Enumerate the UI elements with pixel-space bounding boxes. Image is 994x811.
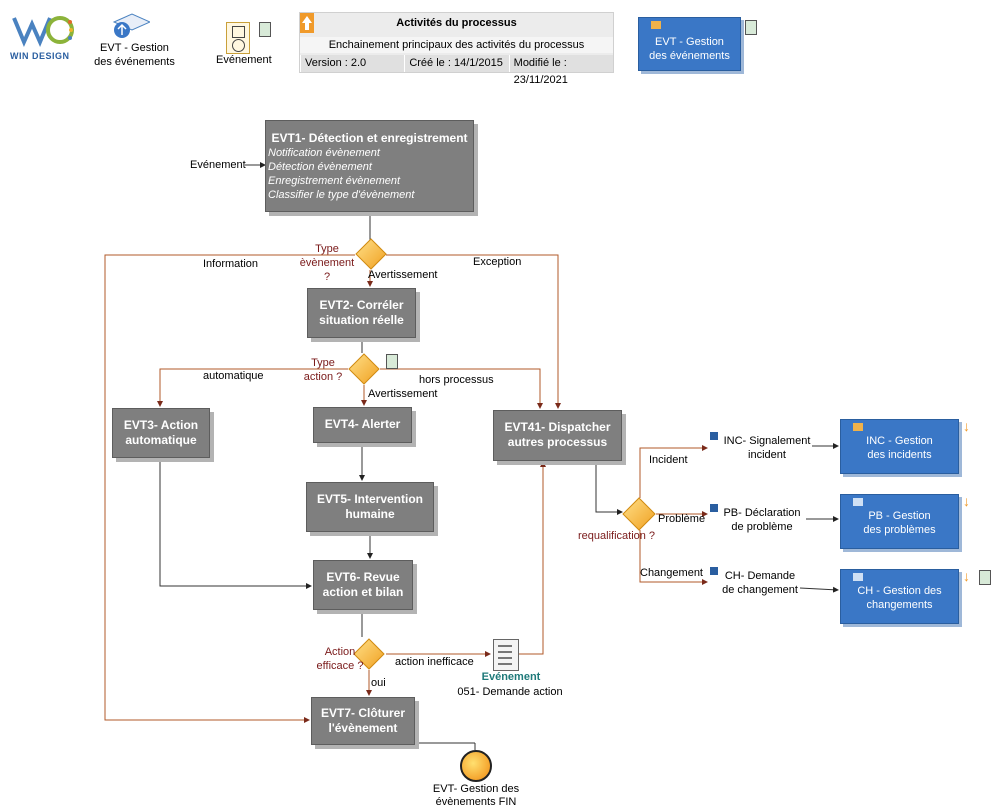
decision-label-requalification: requalification ? (578, 530, 656, 542)
activity-evt7-label: EVT7- Clôturer l'évènement (320, 706, 405, 735)
event-type-icon (226, 22, 250, 54)
process-box-ch-label: CH - Gestion des changements (857, 585, 942, 611)
down-arrow-icon[interactable]: ↓ (963, 493, 970, 509)
activity-evt1-line: Détection évènement (268, 161, 372, 173)
link-arrow-icon[interactable] (710, 504, 718, 512)
flow-label-automatique: automatique (203, 370, 264, 382)
activity-evt5-label: EVT5- Intervention humaine (316, 492, 423, 521)
process-box-evt-header[interactable]: EVT - Gestion des événements (638, 17, 741, 71)
process-header-panel: Activités du processus Enchainement prin… (299, 12, 614, 86)
flow-label-evenement: Evénement (190, 159, 246, 171)
activity-evt5[interactable]: EVT5- Intervention humaine (306, 482, 434, 532)
created-info: Créé le : 14/1/2015 (404, 55, 508, 72)
activity-evt1-line: Enregistrement évènement (268, 175, 401, 187)
event-document-icon[interactable] (493, 639, 519, 671)
flag-icon (853, 498, 863, 506)
activity-evt1-title: EVT1- Détection et enregistrement (271, 131, 468, 145)
event-document-title: Evénement (481, 671, 541, 683)
up-arrow-icon[interactable] (300, 13, 314, 33)
flow-label-incident: Incident (649, 454, 688, 466)
output-event-inc[interactable]: INC- Signalement incident (723, 435, 811, 461)
decision-label-type-evenement: Type èvènement ? (299, 243, 355, 283)
activity-evt1[interactable]: EVT1- Détection et enregistrement Notifi… (265, 120, 474, 212)
flow-label-probleme: Problème (658, 513, 706, 525)
activity-evt1-line: Classifier le type d'évènement (268, 189, 415, 201)
activity-evt6[interactable]: EVT6- Revue action et bilan (313, 560, 413, 610)
activity-evt7[interactable]: EVT7- Clôturer l'évènement (311, 697, 415, 745)
process-box-pb-label: PB - Gestion des problèmes (863, 510, 936, 536)
activity-evt4[interactable]: EVT4- Alerter (313, 407, 412, 443)
flag-icon (853, 573, 863, 581)
flow-label-oui: oui (371, 677, 386, 689)
activity-evt41-label: EVT41- Dispatcher autres processus (504, 420, 611, 449)
modified-info: Modifié le : 23/11/2021 (508, 55, 613, 86)
end-event-circle[interactable] (460, 750, 492, 782)
flow-label-hors-processus: hors processus (419, 374, 494, 386)
flow-label-exception: Exception (473, 256, 522, 268)
process-map-icon[interactable] (110, 10, 152, 40)
down-arrow-icon[interactable]: ↓ (963, 568, 970, 584)
decision-label-type-action: Type action ? (303, 357, 343, 383)
activity-evt2-label: EVT2- Corréler situation réelle (319, 298, 404, 327)
activity-evt41[interactable]: EVT41- Dispatcher autres processus (493, 410, 622, 461)
event-icon-label: Evénement (216, 54, 272, 66)
logo-text: WIN DESIGN (10, 51, 70, 61)
clipboard-icon[interactable] (745, 20, 757, 35)
clipboard-icon[interactable] (979, 570, 991, 585)
end-event-label: EVT- Gestion des évènements FIN (432, 783, 520, 808)
flow-label-action-inefficace: action inefficace (395, 656, 474, 668)
event-document-subtitle: 051- Demande action (457, 686, 563, 698)
flag-icon (853, 423, 863, 431)
process-box-inc-label: INC - Gestion des incidents (866, 435, 933, 461)
flow-label-avertissement: Avertissement (368, 388, 438, 400)
process-box-inc[interactable]: INC - Gestion des incidents (840, 419, 959, 474)
activity-evt3-label: EVT3- Action automatique (123, 418, 199, 447)
page-title: Activités du processus (396, 17, 517, 29)
decision-label-action-efficace: Action efficace ? (316, 646, 364, 672)
link-arrow-icon[interactable] (710, 432, 718, 440)
flow-label-information: Information (203, 258, 259, 270)
page-subtitle: Enchainement principaux des activités du… (300, 37, 613, 53)
version-info: Version : 2.0 (300, 55, 404, 72)
clipboard-icon[interactable] (259, 22, 271, 37)
process-box-ch[interactable]: CH - Gestion des changements (840, 569, 959, 624)
decision-diamond[interactable] (353, 638, 385, 670)
activity-evt4-label: EVT4- Alerter (324, 417, 401, 431)
windesign-logo: WIN DESIGN (10, 12, 74, 64)
down-arrow-icon[interactable]: ↓ (963, 418, 970, 434)
decision-diamond[interactable] (355, 238, 387, 270)
decision-diamond[interactable] (622, 497, 656, 531)
output-event-ch[interactable]: CH- Demande de changement (722, 570, 798, 596)
flow-label-changement: Changement (640, 567, 703, 579)
output-event-pb[interactable]: PB- Déclaration de problème (723, 507, 801, 533)
activity-evt2[interactable]: EVT2- Corréler situation réelle (307, 288, 416, 338)
activity-evt1-line: Notification évènement (268, 147, 380, 159)
activity-evt3[interactable]: EVT3- Action automatique (112, 408, 210, 458)
activity-evt6-label: EVT6- Revue action et bilan (322, 570, 404, 599)
clipboard-icon[interactable] (386, 354, 398, 369)
process-link-label[interactable]: EVT - Gestion des événements (94, 42, 175, 68)
flow-label-avertissement: Avertissement (368, 269, 438, 281)
decision-diamond[interactable] (348, 353, 380, 385)
flag-icon (651, 21, 661, 29)
link-arrow-icon[interactable] (710, 567, 718, 575)
process-box-evt-label: EVT - Gestion des événements (649, 36, 730, 62)
process-box-pb[interactable]: PB - Gestion des problèmes (840, 494, 959, 549)
